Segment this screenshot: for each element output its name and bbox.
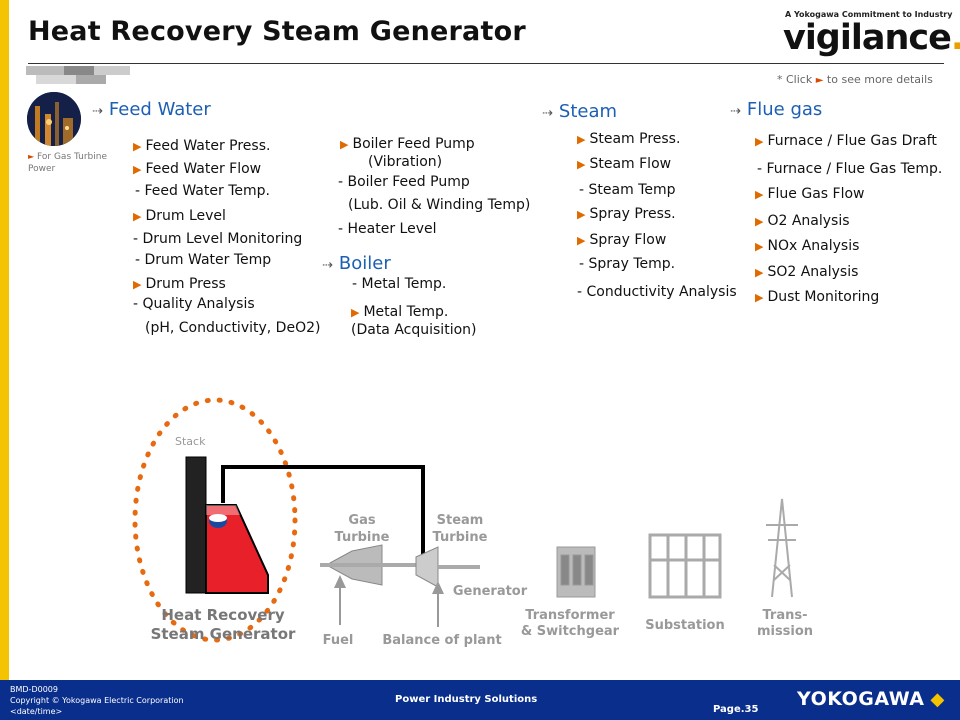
flue-gas-flow[interactable]: ▶Flue Gas Flow (755, 186, 865, 202)
bullet-icon: ▶ (133, 163, 142, 176)
bullet-icon: ▶ (577, 133, 586, 146)
spray-temp: - Spray Temp. (579, 256, 676, 272)
feed-water-press[interactable]: ▶Feed Water Press. (133, 138, 271, 154)
steam-flow[interactable]: ▶Steam Flow (577, 156, 672, 172)
gas-turbine-label-1: Gas (348, 513, 375, 528)
steam-press[interactable]: ▶Steam Press. (577, 131, 681, 147)
transmission-label-1: Trans- (762, 608, 807, 623)
plant-flow-diagram: Stack Heat Recovery Steam Generator Gas … (132, 397, 813, 648)
so2-analysis[interactable]: ▶SO2 Analysis (755, 264, 859, 280)
page-number: Page.35 (713, 704, 759, 715)
o2-analysis[interactable]: ▶O2 Analysis (755, 213, 850, 229)
transformer-label-2: & Switchgear (521, 624, 620, 639)
brand-tagline: A Yokogawa Commitment to Industry (785, 10, 953, 19)
triangle-icon: ► (28, 152, 35, 161)
substation-icon (648, 533, 722, 599)
steam-turbine-label-2: Turbine (433, 530, 488, 545)
diamond-icon: ◆ (930, 689, 945, 710)
feed-water-flow[interactable]: ▶Feed Water Flow (133, 161, 262, 177)
hrsg-label-1: Heat Recovery (161, 606, 285, 624)
bullet-icon: ▶ (340, 138, 349, 151)
bullet-icon: ▶ (755, 291, 764, 304)
bullet-icon: ▶ (755, 266, 764, 279)
boiler-feed-pump-2: - Boiler Feed Pump (338, 174, 470, 190)
title-decoration (26, 66, 130, 84)
boiler-feed-pump[interactable]: ▶Boiler Feed Pump (340, 136, 475, 152)
drum-level-monitoring: - Drum Level Monitoring (133, 231, 303, 247)
generator-label: Generator (453, 584, 528, 599)
boiler-feed-pump-vibration: (Vibration) (368, 154, 443, 170)
bullet-icon: ▶ (755, 240, 764, 253)
drum-press[interactable]: ▶Drum Press (133, 276, 226, 292)
left-accent-bar (0, 0, 9, 680)
click-note: * Click ► to see more details (777, 73, 933, 86)
bullet-icon: ▶ (133, 140, 142, 153)
transmission-tower-icon (766, 498, 798, 598)
hrsg-label-2: Steam Generator (151, 625, 296, 643)
footer-doc-info: BMD-D0009 Copyright © Yokogawa Electric … (10, 685, 184, 716)
footer-bar (0, 680, 960, 720)
substation-label: Substation (645, 618, 725, 633)
gas-turbine-link[interactable]: ► For Gas Turbine Power (28, 152, 107, 174)
bullet-icon: ▶ (577, 158, 586, 171)
bullet-icon: ▶ (133, 278, 142, 291)
bullet-icon: ▶ (577, 234, 586, 247)
quality-analysis-detail: (pH, Conductivity, DeO2) (145, 320, 321, 336)
page-title: Heat Recovery Steam Generator (28, 16, 526, 47)
arrow-icon: ⇢ (322, 258, 333, 273)
data-acquisition: (Data Acquisition) (351, 322, 477, 338)
spray-press[interactable]: ▶Spray Press. (577, 206, 676, 222)
arrow-icon: ⇢ (730, 104, 741, 119)
furnace-flue-gas-temp: - Furnace / Flue Gas Temp. (757, 161, 943, 177)
hrsg-highlight-oval (132, 397, 298, 643)
vigilance-logo: vigilance.® (783, 18, 960, 58)
bullet-icon: ▶ (755, 188, 764, 201)
boiler-metal-temp-daq[interactable]: ▶Metal Temp. (351, 304, 449, 320)
bullet-icon: ▶ (577, 208, 586, 221)
transmission-label-2: mission (757, 624, 813, 639)
balance-of-plant-label: Balance of plant (382, 633, 501, 648)
steam-heading[interactable]: ⇢Steam (542, 101, 618, 122)
steam-pipe (221, 465, 425, 557)
title-divider (28, 63, 944, 64)
steam-turbine-label-1: Steam (437, 513, 484, 528)
drum-water-temp: - Drum Water Temp (135, 252, 272, 268)
quality-analysis: - Quality Analysis (133, 296, 255, 312)
drum-level[interactable]: ▶Drum Level (133, 208, 226, 224)
heater-level: - Heater Level (338, 221, 437, 237)
bullet-icon: ▶ (133, 210, 142, 223)
gas-turbine-label-2: Turbine (335, 530, 390, 545)
boiler-heading[interactable]: ⇢Boiler (322, 253, 391, 274)
bullet-icon: ▶ (351, 306, 360, 319)
plant-photo[interactable] (27, 92, 81, 146)
nox-analysis[interactable]: ▶NOx Analysis (755, 238, 860, 254)
furnace-flue-gas-draft[interactable]: ▶Furnace / Flue Gas Draft (755, 133, 937, 149)
stack-shape (185, 456, 207, 594)
bullet-icon: ▶ (755, 135, 764, 148)
lub-oil-winding-temp: (Lub. Oil & Winding Temp) (348, 197, 531, 213)
steam-turbine-shape (415, 546, 439, 588)
yokogawa-logo: YOKOGAWA◆ (797, 688, 945, 710)
bullet-icon: ▶ (755, 215, 764, 228)
footer-center-text: Power Industry Solutions (395, 694, 538, 705)
feed-water-temp: - Feed Water Temp. (135, 183, 270, 199)
triangle-icon: ► (815, 75, 824, 86)
spray-flow[interactable]: ▶Spray Flow (577, 232, 667, 248)
feed-water-heading[interactable]: ⇢Feed Water (92, 99, 211, 120)
steam-temp: - Steam Temp (579, 182, 676, 198)
transformer-label-1: Transformer (525, 608, 615, 623)
transformer-icon (556, 546, 596, 598)
conductivity-analysis: - Conductivity Analysis (577, 284, 737, 300)
arrow-icon: ⇢ (92, 104, 103, 119)
fuel-label: Fuel (323, 633, 354, 648)
arrow-icon: ⇢ (542, 106, 553, 121)
stack-label: Stack (175, 435, 206, 448)
boiler-metal-temp: - Metal Temp. (352, 276, 447, 292)
dust-monitoring[interactable]: ▶Dust Monitoring (755, 289, 880, 305)
flue-gas-heading[interactable]: ⇢Flue gas (730, 99, 823, 120)
